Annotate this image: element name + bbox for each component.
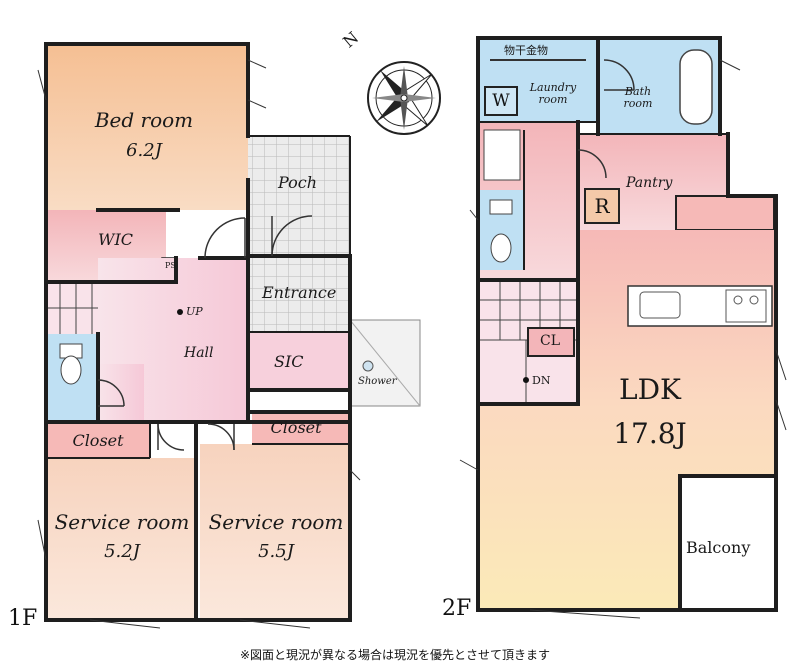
service-room-left-area — [46, 458, 196, 620]
service-room-left-label: Service room — [54, 510, 190, 534]
shower-label: Shower — [358, 376, 397, 387]
fridge-mark: R — [594, 194, 610, 218]
cl-label: CL — [540, 333, 561, 349]
poch-label: Poch — [278, 173, 318, 192]
wic-label: WIC — [98, 230, 134, 249]
bath-room-label: Bath room — [623, 85, 653, 110]
entrance-label: Entrance — [262, 283, 337, 302]
bed-room-label: Bed room — [94, 108, 194, 132]
ldk-size: 17.8J — [613, 417, 687, 450]
compass-rose — [367, 61, 441, 135]
closet-right-label: Closet — [270, 418, 322, 437]
entrance-area — [248, 256, 350, 332]
bed-room-size: 6.2J — [126, 140, 162, 161]
service-room-right-size: 5.5J — [258, 541, 294, 562]
washer-box: W — [484, 86, 518, 116]
up-label: UP — [186, 305, 203, 318]
bed-room-area — [46, 44, 248, 210]
hall-label: Hall — [184, 345, 214, 361]
closet-left-area — [46, 424, 150, 458]
second-floor-plan — [459, 36, 787, 619]
fridge-box: R — [584, 188, 620, 224]
cl-area — [527, 327, 575, 357]
drying-rack-label: 物干金物 — [504, 44, 548, 57]
poch-area — [248, 136, 350, 256]
footnote: ※図面と現況が異なる場合は現況を優先とさせて頂きます — [240, 648, 551, 662]
first-floor-plan — [37, 42, 421, 629]
pantry-label: Pantry — [626, 175, 673, 191]
ps-label: PS — [165, 261, 176, 270]
closet-left-label: Closet — [72, 431, 124, 450]
laundry-room-label: Laundry room — [529, 81, 577, 106]
ldk-label: LDK — [619, 373, 681, 406]
service-room-right-label: Service room — [208, 510, 344, 534]
balcony-label: Balcony — [686, 538, 751, 557]
dn-label: DN — [532, 374, 551, 387]
washer-mark: W — [492, 91, 510, 111]
sic-label: SIC — [274, 352, 304, 371]
floor-label-2f: 2F — [442, 596, 472, 621]
closet-right-area — [252, 412, 350, 444]
service-room-left-size: 5.2J — [104, 541, 140, 562]
balcony-area — [680, 476, 774, 610]
floor-label-1f: 1F — [8, 606, 38, 631]
sic-area — [248, 332, 350, 390]
service-room-right-area — [200, 444, 350, 620]
